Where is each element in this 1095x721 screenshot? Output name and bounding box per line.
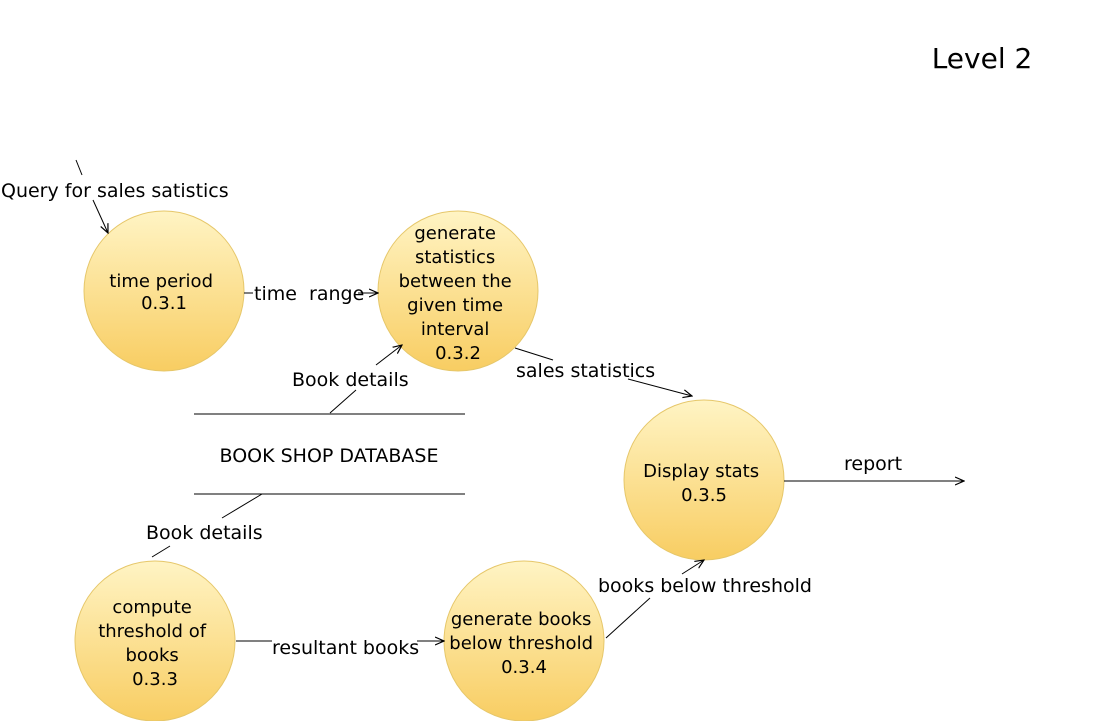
flow-query: Query for sales satistics	[1, 159, 229, 233]
process-display-stats: Display stats 0.3.5	[623, 399, 785, 561]
flow-resultant-books-label: resultant books	[272, 637, 419, 659]
flow-sales-statistics-line	[514, 347, 554, 361]
process-generate-statistics-label: generate statistics between the given ti…	[399, 223, 518, 364]
process-generate-books-below-label: generate books below threshold 0.3.4	[449, 609, 598, 678]
flow-book-details-top-line-lower	[329, 389, 357, 414]
flow-books-below-threshold: books below threshold	[598, 560, 812, 639]
process-time-period-label: time period 0.3.1	[109, 271, 218, 314]
flow-book-details-bottom: Book details	[146, 493, 263, 558]
flow-resultant-books: resultant books	[236, 637, 444, 659]
process-compute-threshold: compute threshold of books 0.3.3	[74, 560, 236, 721]
flow-book-details-top: Book details	[292, 345, 409, 414]
datastore-book-shop-database: BOOK SHOP DATABASE	[194, 413, 465, 495]
flow-report: report	[784, 453, 964, 481]
flow-book-details-bottom-line-lower	[151, 545, 171, 558]
flow-books-below-threshold-arrow	[681, 560, 704, 575]
flow-book-details-bottom-line-upper	[221, 493, 263, 519]
process-compute-threshold-label: compute threshold of books 0.3.3	[98, 597, 212, 690]
process-display-stats-label: Display stats 0.3.5	[643, 461, 765, 506]
flow-book-details-top-label: Book details	[292, 369, 409, 391]
process-generate-books-below: generate books below threshold 0.3.4	[443, 560, 605, 721]
process-generate-statistics: generate statistics between the given ti…	[377, 210, 539, 372]
flow-report-label: report	[844, 453, 902, 475]
flow-time-range: time range	[244, 283, 378, 305]
flow-sales-statistics: sales statistics	[514, 347, 692, 396]
flow-book-details-top-arrow-upper	[375, 345, 402, 366]
level-label: Level 2	[932, 42, 1033, 75]
flow-query-arrow	[92, 199, 108, 233]
datastore-label: BOOK SHOP DATABASE	[220, 445, 439, 467]
flow-sales-statistics-label: sales statistics	[516, 360, 655, 382]
flow-sales-statistics-arrow	[627, 378, 692, 396]
flow-query-line-top	[75, 159, 83, 176]
flow-books-below-threshold-label: books below threshold	[598, 575, 812, 597]
flow-time-range-label: time range	[254, 283, 364, 305]
process-time-period: time period 0.3.1	[83, 210, 245, 372]
flow-book-details-bottom-label: Book details	[146, 522, 263, 544]
flow-books-below-threshold-line	[605, 597, 651, 639]
flow-query-label: Query for sales satistics	[1, 180, 229, 202]
